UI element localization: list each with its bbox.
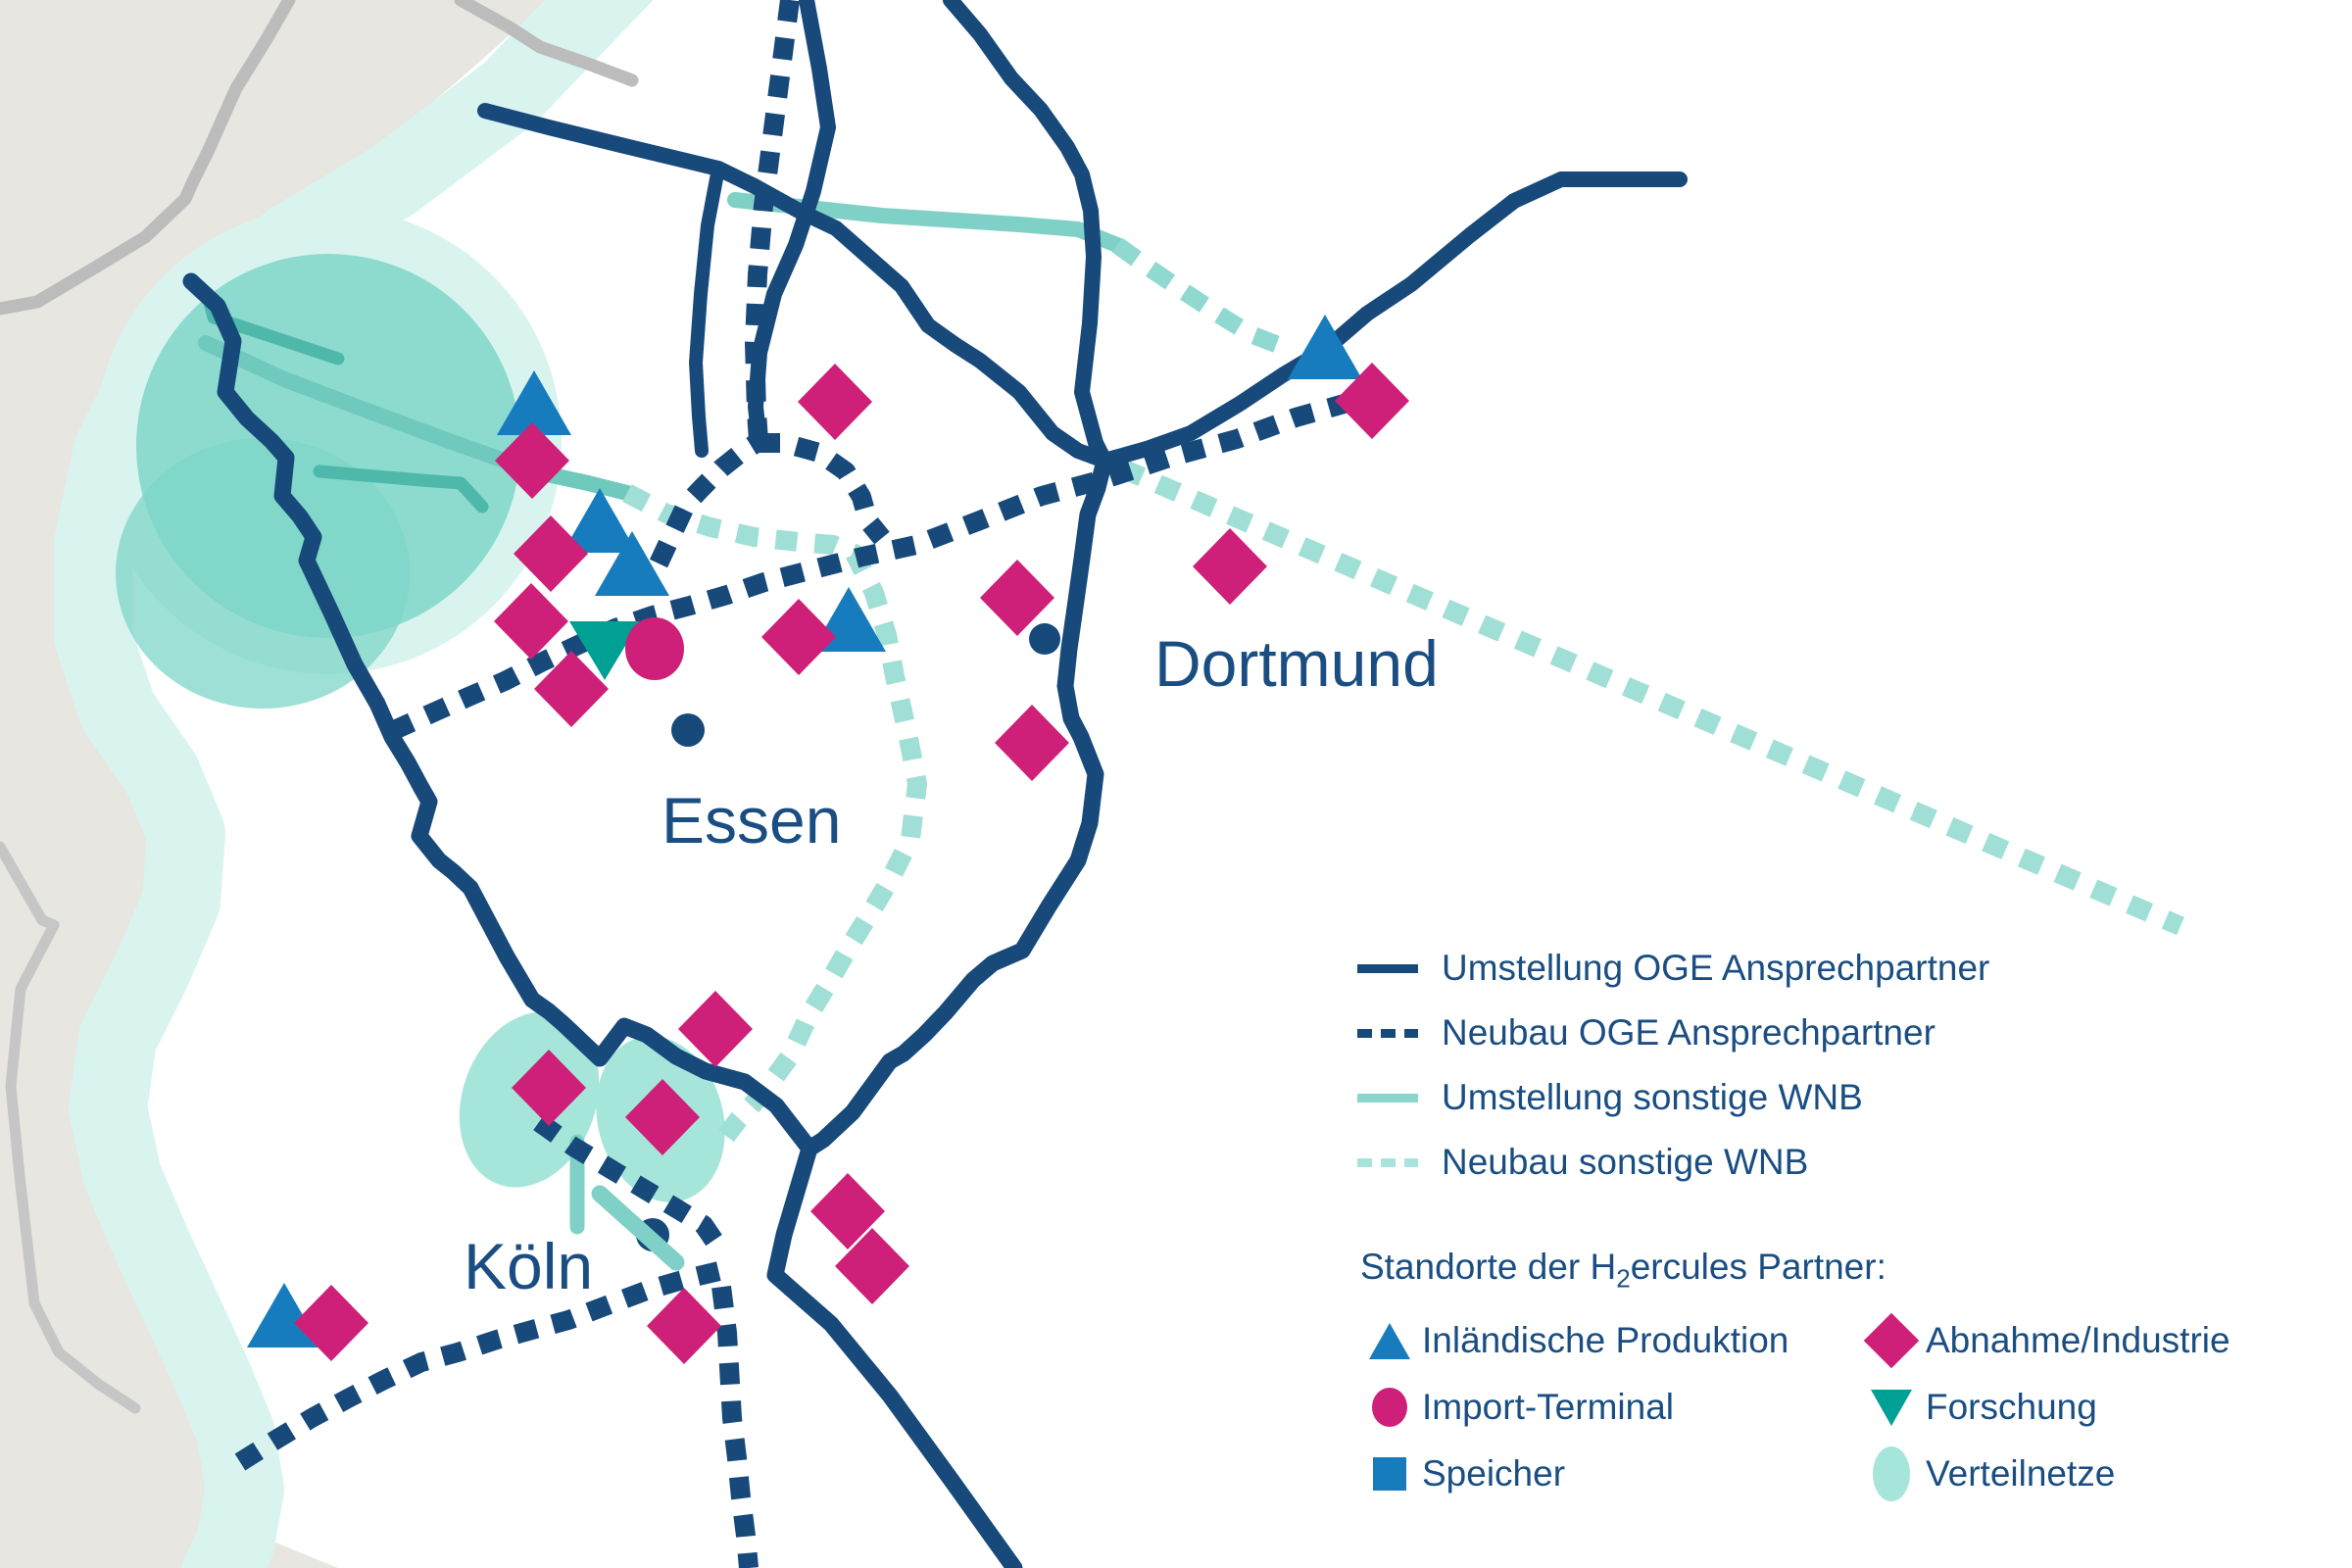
import-terminal-label: Import-Terminal bbox=[1422, 1387, 1674, 1427]
legend-line-styles: Umstellung OGE Ansprechpartner Neubau OG… bbox=[1357, 936, 1989, 1195]
oge-umstellung-north-right-arm bbox=[943, 0, 1112, 468]
border-gray-north bbox=[454, 0, 639, 87]
forschung-marker bbox=[569, 621, 640, 680]
abnahme-industrie-marker bbox=[512, 1050, 586, 1126]
abnahme-industrie-marker bbox=[514, 515, 588, 592]
abnahme-industrie-marker bbox=[625, 1079, 700, 1155]
oge-umstellung-dortmund-koeln bbox=[801, 452, 1113, 1157]
neubau-oge-label: Neubau OGE Ansprechpartner bbox=[1442, 1012, 1936, 1053]
abnahme-industrie-marker bbox=[294, 1285, 368, 1361]
legend-sites-heading: Standorte der H2ercules Partner: bbox=[1360, 1247, 1886, 1294]
wnb-umstellung-circle-lower bbox=[313, 465, 489, 514]
verteilnetze-label: Verteilnetze bbox=[1926, 1453, 2116, 1494]
abnahme-industrie-marker bbox=[1193, 528, 1267, 605]
neubau-wnb-swatch bbox=[1357, 1157, 1418, 1167]
city-label-dortmund: Dortmund bbox=[1154, 627, 1439, 700]
inlaendische-produktion-marker bbox=[497, 370, 571, 435]
oge-umstellung-rhine bbox=[182, 272, 1023, 1568]
umstellung-oge-label: Umstellung OGE Ansprechpartner bbox=[1442, 948, 1990, 988]
inlaendische-produktion-label: Inländische Produktion bbox=[1422, 1320, 1789, 1360]
essen-node bbox=[671, 713, 705, 747]
oge-neubau-koeln-southwest bbox=[234, 1261, 759, 1568]
oge-neubau-koeln-northwest bbox=[533, 1113, 727, 1252]
wnb-neubau-southeast bbox=[1118, 459, 2184, 936]
sites-heading-sub: 2 bbox=[1616, 1263, 1631, 1294]
oge-umstellung-northeast bbox=[1097, 172, 1688, 468]
abnahme-industrie-marker bbox=[835, 1228, 909, 1304]
legend-sites: Inländische Produktion Abnahme/Industrie… bbox=[1357, 1307, 2337, 1507]
forschung-icon bbox=[1871, 1389, 1912, 1426]
umstellung-wnb-swatch bbox=[1357, 1093, 1418, 1102]
abnahme-industrie-marker bbox=[980, 560, 1054, 636]
legend-icon-cell bbox=[1857, 1312, 1926, 1369]
oge-umstellung-branch-down bbox=[689, 162, 725, 458]
abnahme-industrie-marker bbox=[810, 1173, 885, 1250]
inlaendische-produktion-marker bbox=[563, 488, 637, 553]
legend-icon-cell bbox=[1357, 1388, 1422, 1427]
abnahme-industrie-marker bbox=[798, 364, 872, 440]
legend-icon-cell bbox=[1357, 1322, 1422, 1359]
wnb-umstellung-koeln-2 bbox=[591, 1185, 685, 1271]
wnb-neubau-essen-koeln bbox=[622, 484, 927, 1152]
speicher-icon bbox=[1373, 1457, 1406, 1491]
sites-heading-suffix: ercules Partner: bbox=[1630, 1247, 1886, 1287]
abnahme-industrie-marker bbox=[678, 991, 753, 1067]
forschung-label: Forschung bbox=[1926, 1387, 2097, 1427]
wnb-umstellung-essen-west bbox=[198, 335, 635, 501]
legend-icon-cell bbox=[1357, 1457, 1422, 1491]
abnahme-industrie-marker bbox=[1335, 363, 1409, 439]
umstellung-wnb-label: Umstellung sonstige WNB bbox=[1442, 1077, 1863, 1117]
city-label-essen: Essen bbox=[662, 784, 842, 857]
oge-neubau-essen-loop-east bbox=[759, 433, 890, 545]
abnahme-industrie-marker bbox=[495, 422, 569, 499]
wnb-neubau-north bbox=[1111, 237, 1285, 355]
inlaendische-produktion-marker bbox=[1288, 315, 1362, 379]
region-beige-southwest bbox=[0, 1328, 338, 1568]
inlaendische-produktion-icon bbox=[1369, 1322, 1410, 1359]
legend-row-neubau-wnb: Neubau sonstige WNB bbox=[1357, 1130, 1989, 1195]
border-gray-west bbox=[0, 841, 141, 1414]
neubau-oge-swatch bbox=[1357, 1028, 1418, 1038]
dortmund-node bbox=[1029, 623, 1060, 655]
import-terminal-icon bbox=[1372, 1388, 1407, 1427]
abnahme-industrie-marker bbox=[534, 651, 609, 727]
abnahme-industrie-marker bbox=[995, 705, 1069, 781]
abnahme-industrie-icon bbox=[1863, 1312, 1920, 1369]
umstellung-oge-swatch bbox=[1357, 963, 1418, 973]
legend-icon-cell bbox=[1857, 1446, 1926, 1501]
import-terminal-marker bbox=[625, 617, 684, 680]
border-gray-northwest bbox=[0, 0, 296, 316]
verteilnetze-icon bbox=[1873, 1446, 1910, 1501]
legend-row-umstellung-oge: Umstellung OGE Ansprechpartner bbox=[1357, 936, 1989, 1001]
legend-icon-cell bbox=[1857, 1389, 1926, 1426]
abnahme-industrie-label: Abnahme/Industrie bbox=[1926, 1320, 2230, 1360]
legend-row-neubau-oge: Neubau OGE Ansprechpartner bbox=[1357, 1001, 1989, 1065]
city-label-koeln: Köln bbox=[464, 1230, 594, 1302]
inlaendische-produktion-marker bbox=[595, 531, 669, 596]
oge-umstellung-north-left-arm bbox=[748, 0, 836, 451]
oge-neubau-essen-dortmund bbox=[387, 393, 1350, 741]
oge-neubau-essen-loop-west bbox=[649, 434, 762, 568]
abnahme-industrie-marker bbox=[647, 1288, 721, 1364]
oge-umstellung-west-dortmund bbox=[477, 103, 1112, 468]
legend-row-umstellung-wnb: Umstellung sonstige WNB bbox=[1357, 1065, 1989, 1130]
abnahme-industrie-marker bbox=[494, 583, 568, 660]
neubau-wnb-label: Neubau sonstige WNB bbox=[1442, 1142, 1809, 1182]
abnahme-industrie-marker bbox=[761, 599, 836, 675]
speicher-label: Speicher bbox=[1422, 1453, 1566, 1494]
sites-heading-prefix: Standorte der H bbox=[1360, 1247, 1617, 1287]
